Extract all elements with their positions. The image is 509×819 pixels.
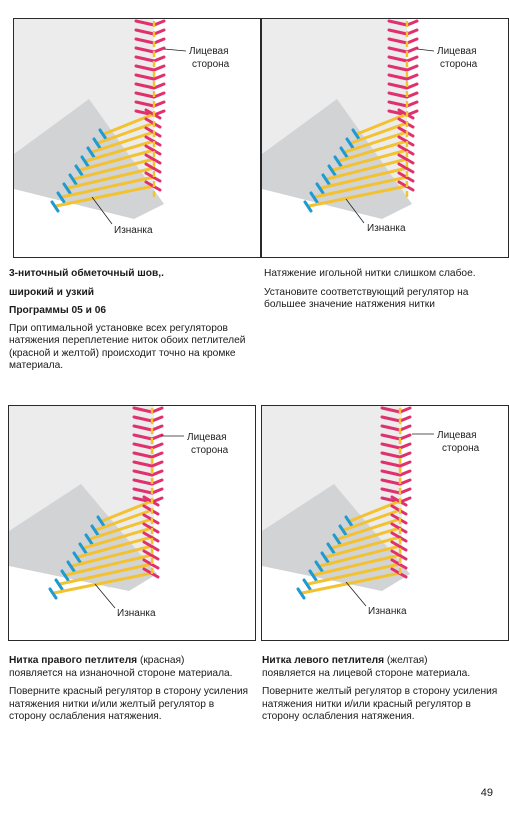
heading-rest: (красная) [137, 655, 185, 666]
text-block-left-looper: Нитка левого петлителя (желтая) появляет… [262, 655, 502, 730]
stitch-diagram: Лицевая сторона Изнанка [262, 406, 480, 617]
stitch-diagram: Лицевая сторона Изнанка [14, 19, 230, 236]
stitch-diagram: Лицевая сторона Изнанка [9, 406, 229, 619]
paragraph: Установите соответствующий регулятор на … [264, 286, 469, 311]
diagram-right-looper: Лицевая сторона Изнанка [8, 405, 256, 641]
front-side-label-2: сторона [440, 59, 478, 70]
paragraph: появляется на лицевой стороне материала. [262, 667, 471, 679]
back-side-label: Изнанка [117, 608, 156, 619]
paragraph: появляется на изнаночной стороне материа… [9, 667, 233, 679]
paragraph: Натяжение игольной нитки слишком слабое. [264, 268, 476, 279]
front-side-label-2: сторона [192, 59, 230, 70]
paragraph: Поверните желтый регулятор в сторону уси… [262, 686, 498, 722]
diagram-needle-loose: Лицевая сторона Изнанка [261, 18, 509, 258]
back-side-label: Изнанка [368, 606, 407, 617]
paragraph: При оптимальной установке всех регулятор… [9, 322, 246, 372]
front-side-label: Лицевая [189, 46, 229, 57]
heading-bold: Нитка правого петлителя [9, 655, 138, 666]
text-block-needle: Натяжение игольной нитки слишком слабое.… [264, 268, 504, 318]
heading-stitch: 3-ниточный обметочный шов,. [9, 268, 164, 279]
diagram-left-looper: Лицевая сторона Изнанка [261, 405, 509, 641]
paragraph: Поверните красный регулятор в сторону ус… [9, 686, 249, 722]
front-side-label-2: сторона [442, 443, 480, 454]
diagram-optimal: Лицевая сторона Изнанка [13, 18, 261, 258]
front-side-label: Лицевая [437, 430, 477, 441]
front-side-label-2: сторона [191, 445, 229, 456]
heading-rest: (желтая) [384, 655, 428, 666]
front-side-label: Лицевая [187, 432, 227, 443]
stitch-diagram: Лицевая сторона Изнанка [262, 19, 478, 234]
heading-programs: Программы 05 и 06 [9, 305, 107, 316]
back-side-label: Изнанка [367, 223, 406, 234]
page-number: 49 [480, 787, 493, 799]
front-side-label: Лицевая [437, 46, 477, 57]
back-side-label: Изнанка [114, 225, 153, 236]
heading-bold: Нитка левого петлителя [262, 655, 385, 666]
heading-width: широкий и узкий [9, 286, 94, 298]
text-block-right-looper: Нитка правого петлителя (красная) появля… [9, 655, 249, 730]
text-block-optimal: 3-ниточный обметочный шов,. широкий и уз… [9, 268, 249, 379]
